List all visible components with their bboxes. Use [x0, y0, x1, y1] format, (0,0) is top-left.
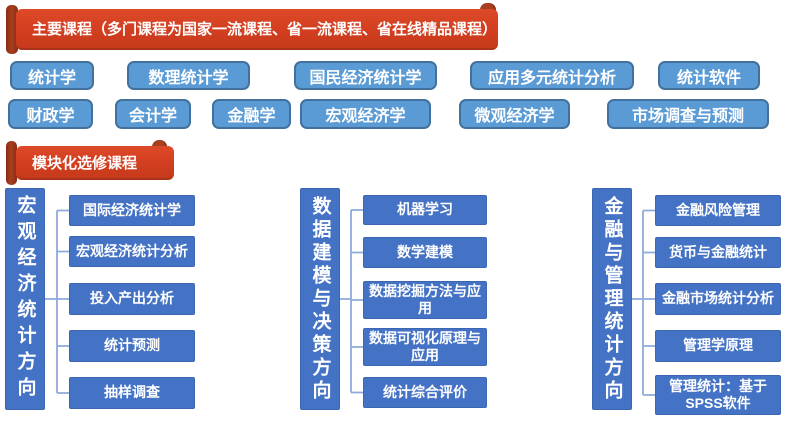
main-course-box: 国民经济统计学 — [294, 61, 437, 90]
main-courses-banner: 主要课程（多门课程为国家一流课程、省一流课程、省在线精品课程） — [6, 2, 498, 56]
main-course-box: 市场调查与预测 — [607, 99, 769, 129]
main-course-box: 财政学 — [8, 99, 93, 129]
module-course-box: 统计预测 — [69, 330, 195, 362]
elective-courses-banner-label: 模块化选修课程 — [16, 146, 174, 180]
main-course-box: 会计学 — [115, 99, 191, 129]
main-course-box: 微观经济学 — [459, 99, 570, 129]
module-course-box: 数学建模 — [363, 237, 487, 268]
module-course-box: 金融风险管理 — [655, 195, 781, 226]
main-course-box: 统计软件 — [658, 61, 760, 90]
ribbon-roll-icon — [6, 5, 18, 54]
module-course-box: 统计综合评价 — [363, 377, 487, 408]
main-course-box: 数理统计学 — [127, 61, 250, 90]
module-course-box: 货币与金融统计 — [655, 237, 781, 268]
main-course-box: 金融学 — [212, 99, 291, 129]
elective-courses-banner: 模块化选修课程 — [6, 138, 178, 186]
module-title: 金融与管理统计方向 — [592, 188, 632, 410]
main-course-box: 统计学 — [10, 61, 94, 90]
module-course-box: 宏观经济统计分析 — [69, 236, 195, 267]
module-title: 宏观经济统计方向 — [5, 188, 45, 410]
module-course-box: 抽样调查 — [69, 377, 195, 409]
module-course-box: 管理统计：基于SPSS软件 — [655, 375, 781, 415]
ribbon-roll-icon — [6, 141, 17, 185]
module-course-box: 机器学习 — [363, 195, 487, 225]
module-course-box: 投入产出分析 — [69, 283, 195, 315]
module-title: 数据建模与决策方向 — [300, 188, 340, 410]
module-course-box: 数据挖掘方法与应用 — [363, 281, 487, 319]
main-course-box: 宏观经济学 — [300, 99, 431, 129]
module-course-box: 国际经济统计学 — [69, 195, 195, 226]
main-courses-banner-label: 主要课程（多门课程为国家一流课程、省一流课程、省在线精品课程） — [16, 9, 498, 50]
module-course-box: 金融市场统计分析 — [655, 283, 781, 315]
module-course-box: 数据可视化原理与应用 — [363, 328, 487, 366]
main-course-box: 应用多元统计分析 — [470, 61, 634, 90]
module-course-box: 管理学原理 — [655, 330, 781, 362]
